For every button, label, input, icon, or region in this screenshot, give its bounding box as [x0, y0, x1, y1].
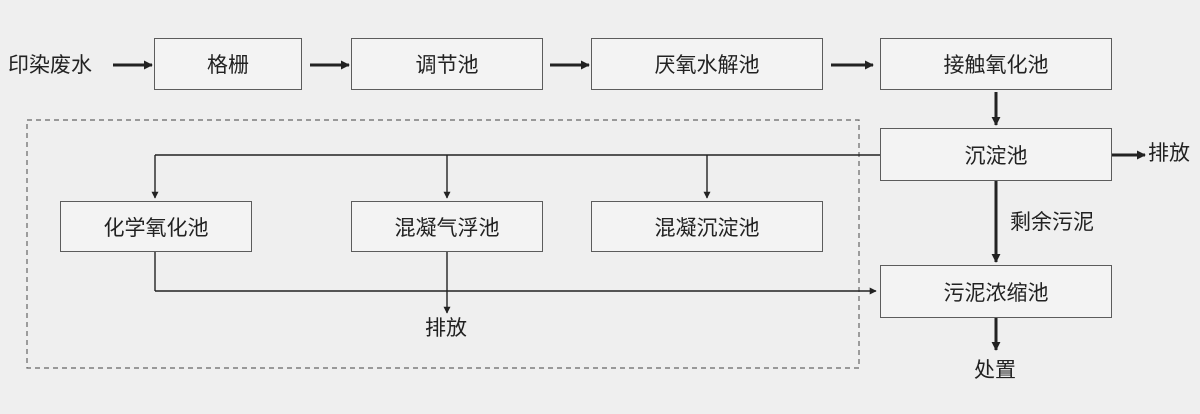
label-excess-sludge: 剩余污泥 [1010, 210, 1094, 234]
node-contact-oxidation-tank: 接触氧化池 [880, 38, 1112, 90]
node-coagulation-sedimentation-tank: 混凝沉淀池 [591, 201, 823, 252]
node-sedimentation-tank: 沉淀池 [880, 128, 1112, 181]
node-equalization-tank: 调节池 [351, 38, 543, 90]
advanced-treatment-dashed-group [26, 119, 860, 369]
label-discharge-right: 排放 [1148, 141, 1190, 165]
label-discharge-bottom: 排放 [425, 316, 467, 340]
node-chemical-oxidation-tank: 化学氧化池 [60, 201, 252, 252]
node-coagulation-flotation-tank: 混凝气浮池 [351, 201, 543, 252]
node-anaerobic-hydrolysis-tank: 厌氧水解池 [591, 38, 823, 90]
node-grille: 格栅 [154, 38, 302, 90]
source-label: 印染废水 [8, 53, 92, 77]
node-sludge-thickener: 污泥浓缩池 [880, 265, 1112, 318]
label-disposal: 处置 [974, 358, 1016, 382]
